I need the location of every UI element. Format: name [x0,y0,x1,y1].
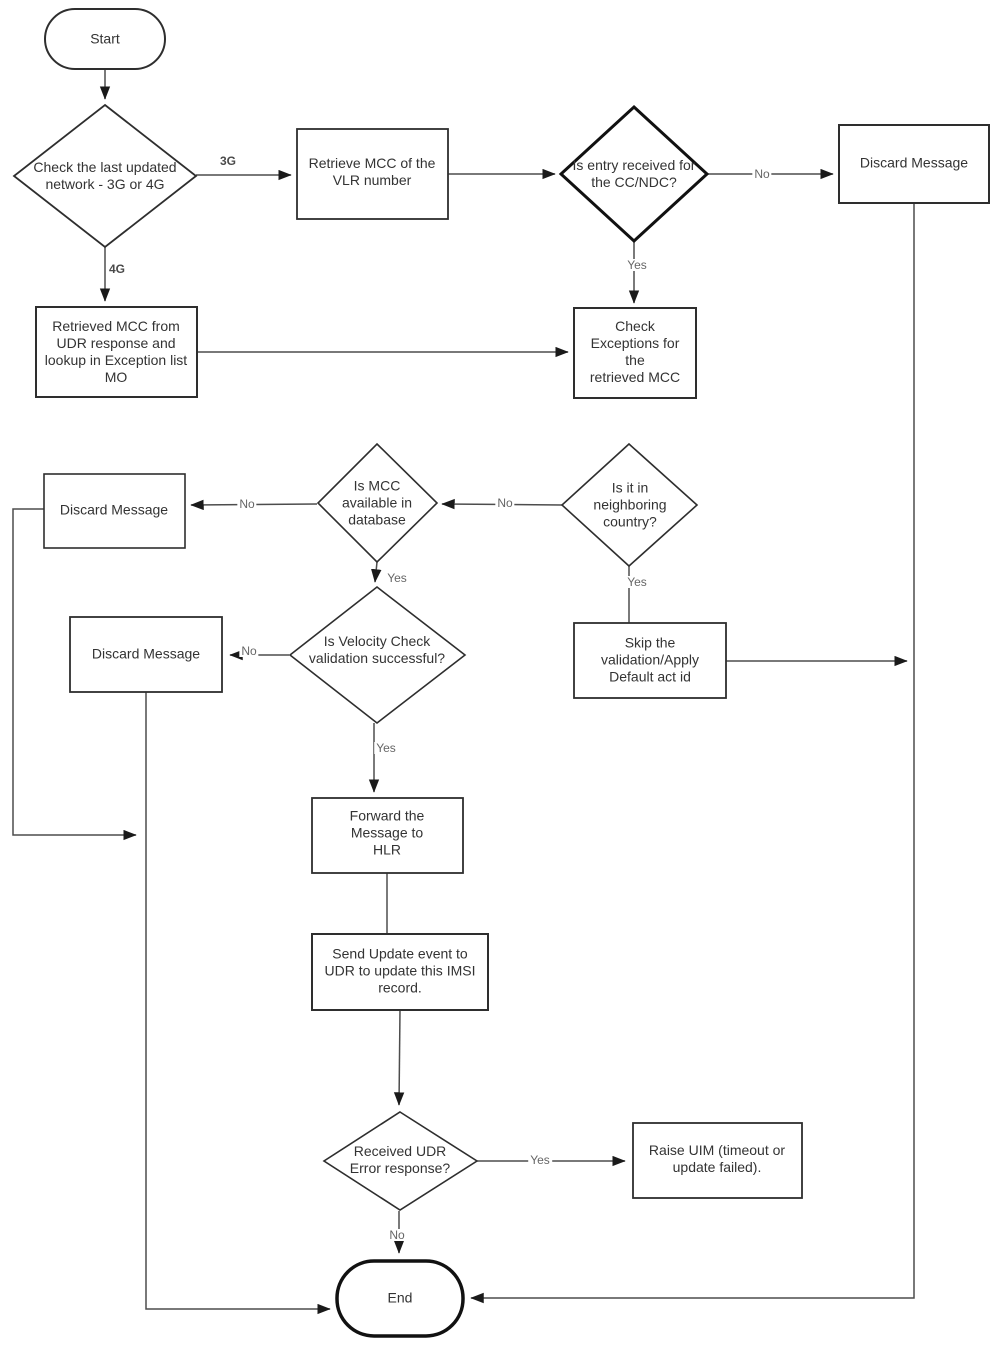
edge-discard-top-to-end [470,203,915,1304]
edge-mcc-no-to-discard [190,499,318,511]
entry-received-diamond [558,104,710,244]
udr-error-diamond [322,1111,479,1211]
retrieved-mcc-udr-box [35,306,198,398]
edge-send-to-udr-error [393,1009,405,1106]
neighboring-country-diamond [560,442,699,568]
discard-message-left-box [43,473,186,549]
edge-neighbor-no-to-mcc [441,498,563,510]
check-network-diamond [12,103,198,249]
end-terminator-shape [335,1259,465,1338]
retrieve-mcc-vlr-box [296,128,449,220]
mcc-available-diamond [316,442,439,564]
velocity-check-diamond [288,585,467,725]
edge-mcc-yes-to-velocity [371,561,382,583]
forward-hlr-box [311,797,464,874]
check-exceptions-box [573,307,697,399]
skip-validation-box [573,622,727,699]
edge-discard-left-loop [12,508,137,841]
discard-message-mid-box [69,616,223,693]
discard-message-top-box [838,124,990,204]
send-update-box [311,933,489,1011]
edge-discard-mid-to-end [145,692,331,1315]
raise-uim-box [632,1122,803,1199]
start-terminator-shape [44,8,166,70]
